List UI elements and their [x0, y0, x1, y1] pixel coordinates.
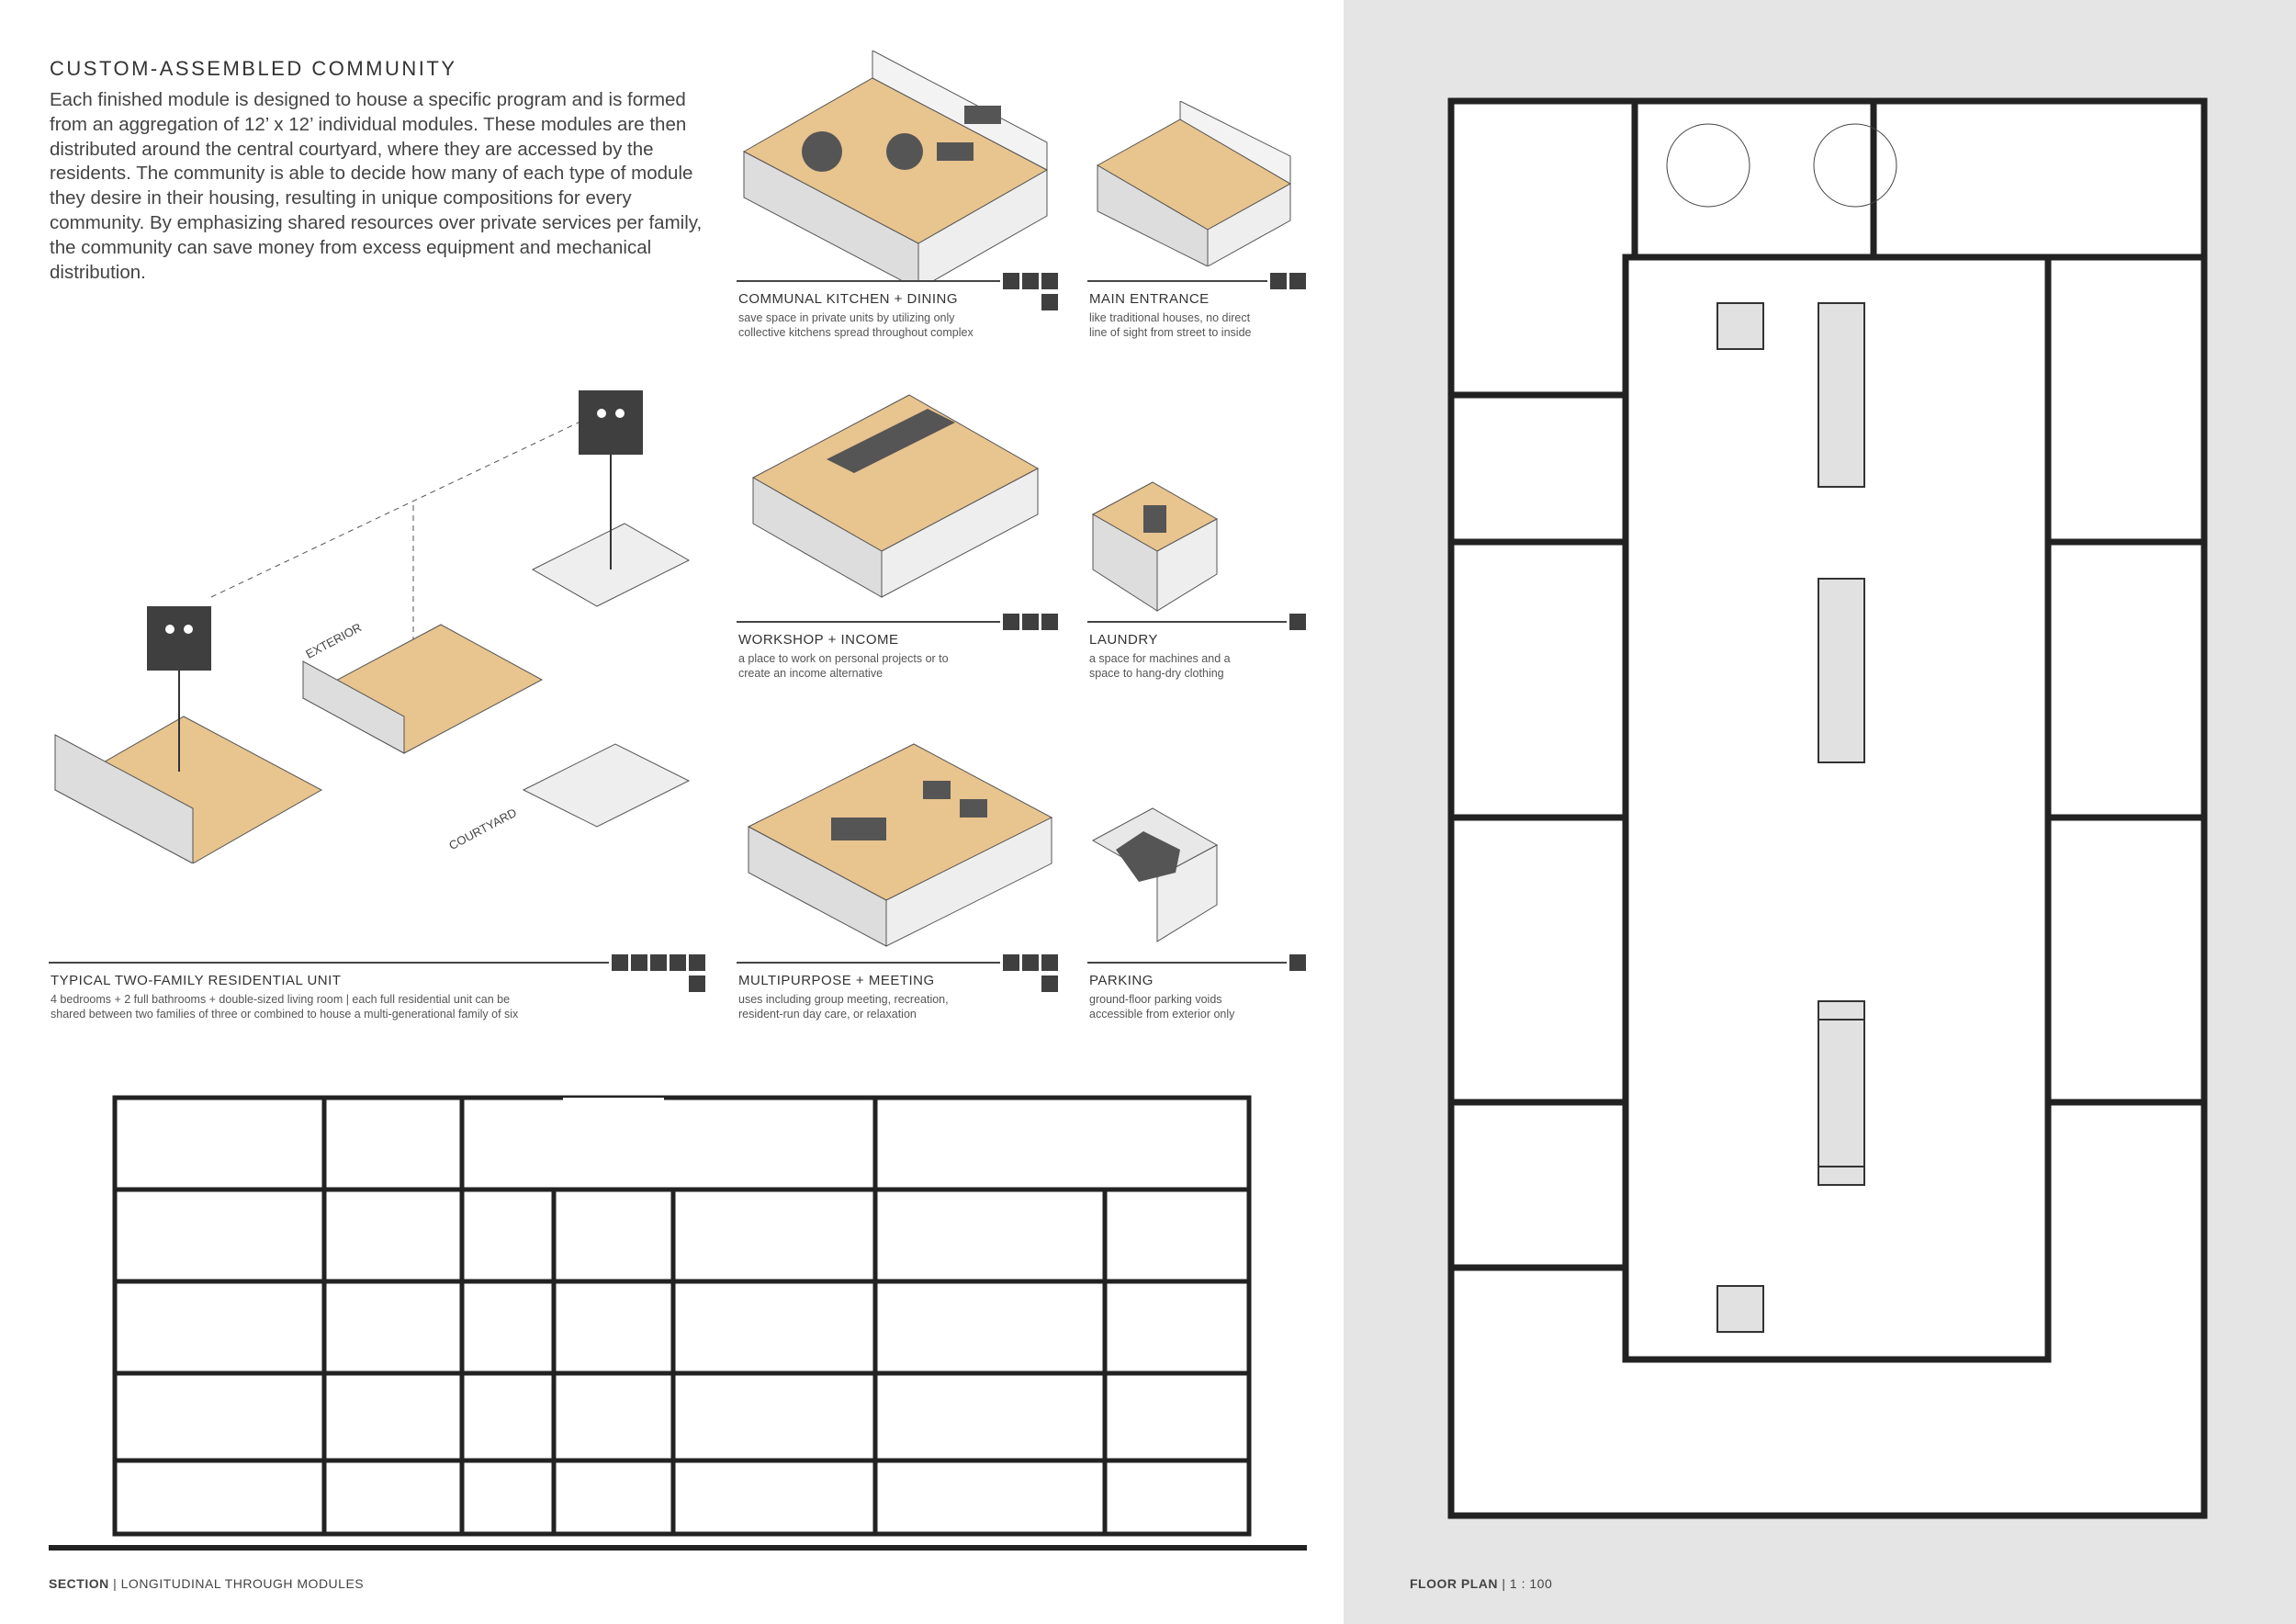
- module-title: MULTIPURPOSE + MEETING: [738, 973, 935, 988]
- module-desc2: accessible from exterior only: [1089, 1008, 1235, 1021]
- module-desc2: create an income alternative: [738, 667, 884, 680]
- module-count-square: [650, 954, 667, 971]
- module-desc2: space to hang-dry clothing: [1089, 667, 1224, 680]
- module-count-square: [1022, 273, 1039, 289]
- module-title: MAIN ENTRANCE: [1089, 291, 1210, 307]
- module-count-square: [1003, 273, 1019, 289]
- module-count-square: [670, 954, 686, 971]
- floor-plan-caption-bold: FLOOR PLAN: [1410, 1576, 1498, 1591]
- typical-unit-exploded-axon: [53, 390, 691, 863]
- laundry-module-illustration: [1091, 481, 1219, 612]
- module-count-square: [1041, 954, 1058, 971]
- module-count-square: [1270, 273, 1287, 289]
- module-count-square: [1022, 954, 1039, 971]
- module-count-square: [1289, 954, 1306, 971]
- entrance-module-illustration: [1096, 101, 1292, 266]
- section-caption-bold: SECTION: [49, 1576, 109, 1591]
- section-caption-rest: | LONGITUDINAL THROUGH MODULES: [108, 1576, 365, 1591]
- module-desc1: uses including group meeting, recreation…: [738, 993, 949, 1006]
- floor-plan-drawing: [1447, 97, 2208, 1519]
- module-count-square: [1041, 614, 1058, 630]
- module-count-square: [1041, 294, 1058, 310]
- module-count-square: [689, 954, 705, 971]
- module-count-square: [1041, 976, 1058, 992]
- module-count-square: [1003, 614, 1019, 630]
- section-caption: SECTION | LONGITUDINAL THROUGH MODULES: [49, 1576, 364, 1591]
- multipurpose-module-illustration: [747, 743, 1053, 947]
- module-count-square: [1003, 954, 1019, 971]
- section-heading: CUSTOM-ASSEMBLED COMMUNITY: [50, 57, 457, 80]
- floor-plan-caption-rest: | 1 : 100: [1498, 1576, 1553, 1591]
- divider: [737, 280, 1000, 282]
- module-desc1: like traditional houses, no direct: [1089, 311, 1251, 324]
- module-desc2: shared between two families of three or …: [51, 1008, 519, 1021]
- module-count-square: [1289, 273, 1306, 289]
- module-desc1: a space for machines and a: [1089, 652, 1231, 665]
- module-title: TYPICAL TWO-FAMILY RESIDENTIAL UNIT: [51, 973, 342, 988]
- module-count-square: [1289, 614, 1306, 630]
- module-desc2: resident-run day care, or relaxation: [738, 1008, 917, 1021]
- module-desc1: a place to work on personal projects or …: [738, 652, 949, 665]
- module-count-square: [631, 954, 647, 971]
- kitchen-module-illustration: [742, 51, 1049, 280]
- intro-paragraph: Each finished module is designed to hous…: [50, 89, 703, 283]
- divider: [1087, 962, 1287, 964]
- workshop-module-illustration: [751, 394, 1040, 598]
- parking-module-illustration: [1091, 807, 1219, 942]
- divider: [1087, 280, 1267, 282]
- module-desc2: collective kitchens spread throughout co…: [738, 326, 974, 339]
- module-count-square: [1041, 273, 1058, 289]
- module-title: PARKING: [1089, 973, 1154, 988]
- module-title: COMMUNAL KITCHEN + DINING: [738, 291, 959, 307]
- module-count-square: [1022, 614, 1039, 630]
- divider: [737, 962, 1000, 964]
- divider: [1087, 621, 1287, 623]
- module-title: LAUNDRY: [1089, 632, 1158, 648]
- divider: [49, 962, 609, 964]
- module-count-square: [689, 976, 705, 992]
- module-count-square: [612, 954, 628, 971]
- family-icon: [579, 390, 643, 455]
- module-desc1: ground-floor parking voids: [1089, 993, 1222, 1006]
- module-desc1: save space in private units by utilizing…: [738, 311, 955, 324]
- divider: [737, 621, 1000, 623]
- module-desc1: 4 bedrooms + 2 full bathrooms + double-s…: [51, 993, 511, 1006]
- module-title: WORKSHOP + INCOME: [738, 632, 899, 648]
- floor-plan-caption: FLOOR PLAN | 1 : 100: [1410, 1576, 1552, 1591]
- family-icon: [147, 606, 211, 671]
- module-desc2: line of sight from street to inside: [1089, 326, 1252, 339]
- longitudinal-section-drawing: [49, 1095, 1307, 1551]
